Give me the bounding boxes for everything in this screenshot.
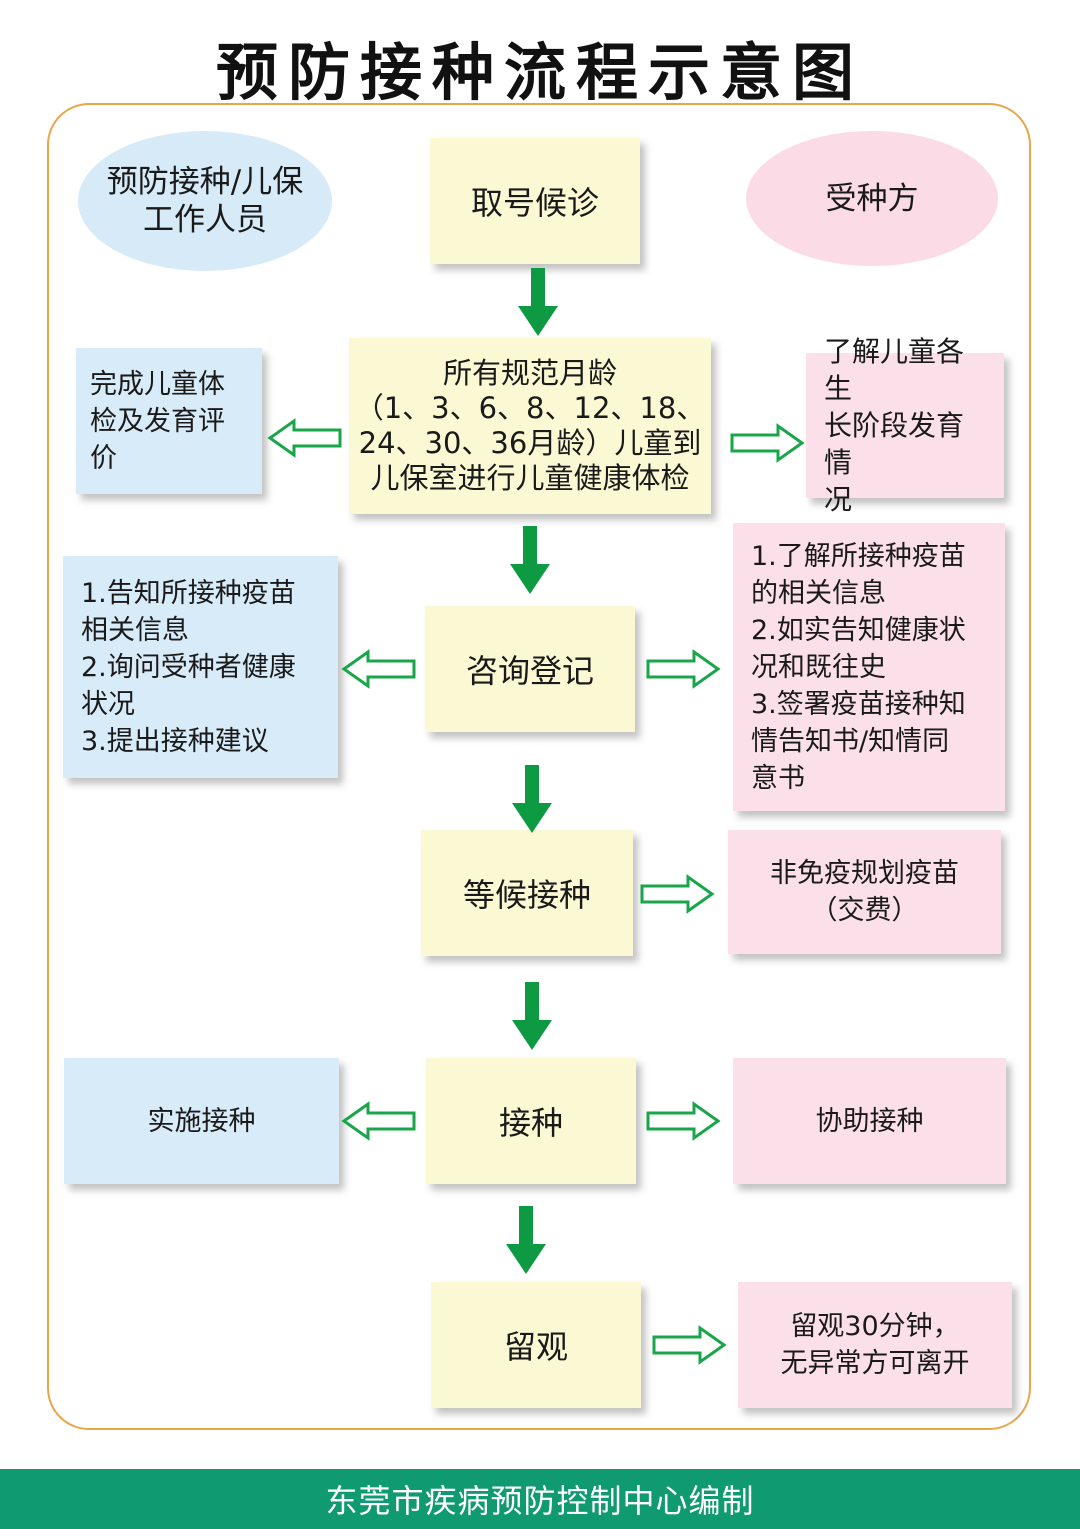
step-vaccination: 接种 — [426, 1058, 636, 1184]
page-title: 预防接种流程示意图 — [215, 36, 864, 109]
step-consult-register: 咨询登记 — [425, 606, 635, 732]
recipient-header-oval: 受种方 — [746, 131, 998, 266]
down-arrow-icon — [506, 1206, 546, 1274]
staff-vaccinate-note: 实施接种 — [64, 1058, 339, 1184]
step-observation: 留观 — [431, 1282, 641, 1408]
step-wait-vaccination: 等候接种 — [421, 830, 633, 956]
recipient-vaccinate-note: 协助接种 — [733, 1058, 1006, 1184]
down-arrow-icon — [512, 982, 552, 1050]
right-arrow-icon — [646, 1101, 721, 1141]
recipient-consult-note: 1.了解所接种疫苗 的相关信息 2.如实告知健康状 况和既往史 3.签署疫苗接种… — [733, 523, 1005, 811]
recipient-observe-note: 留观30分钟， 无异常方可离开 — [738, 1282, 1012, 1408]
right-arrow-icon — [640, 874, 715, 914]
left-arrow-icon — [341, 1101, 416, 1141]
staff-header-oval: 预防接种/儿保 工作人员 — [78, 131, 332, 271]
down-arrow-icon — [518, 268, 558, 336]
staff-consult-note: 1.告知所接种疫苗 相关信息 2.询问受种者健康 状况 3.提出接种建议 — [63, 556, 338, 778]
left-arrow-icon — [267, 418, 342, 458]
right-arrow-icon — [730, 423, 805, 463]
recipient-wait-note: 非免疫规划疫苗 （交费） — [728, 830, 1001, 954]
step-take-number: 取号候诊 — [430, 138, 640, 264]
step-health-checkup: 所有规范月龄 （1、3、6、8、12、18、 24、30、36月龄）儿童到 儿保… — [349, 338, 711, 514]
down-arrow-icon — [512, 765, 552, 833]
left-arrow-icon — [341, 649, 416, 689]
right-arrow-icon — [646, 649, 721, 689]
footer-credit: 东莞市疾病预防控制中心编制 — [0, 1469, 1080, 1529]
right-arrow-icon — [652, 1325, 727, 1365]
recipient-checkup-note: 了解儿童各生 长阶段发育情 况 — [806, 335, 1004, 516]
staff-checkup-note: 完成儿童体 检及发育评 价 — [76, 348, 262, 494]
flowchart-frame — [47, 103, 1031, 1430]
down-arrow-icon — [510, 526, 550, 594]
